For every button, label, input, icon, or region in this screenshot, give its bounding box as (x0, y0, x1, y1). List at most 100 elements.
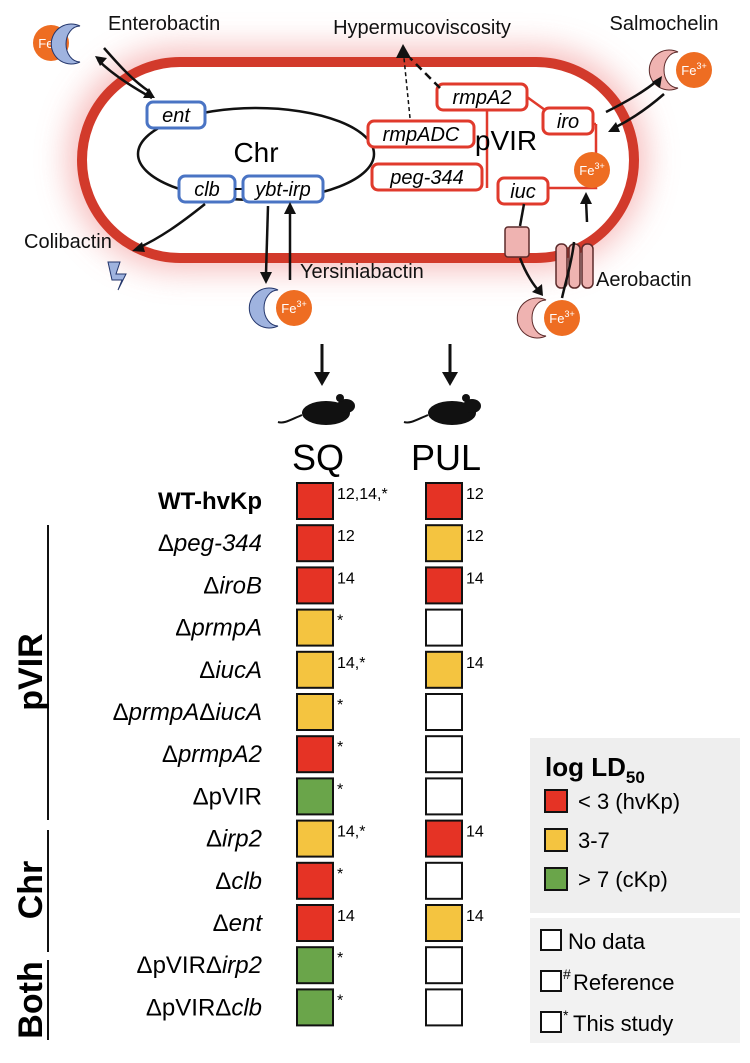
label-aerobactin: Aerobactin (596, 269, 692, 291)
label-hypermucoviscosity: Hypermucoviscosity (333, 17, 511, 39)
arrowhead-pul (442, 372, 458, 386)
legend-key-swatch (540, 1011, 562, 1033)
legend: log LD50 < 3 (hvKp) 3-7 > 7 (cKp) No data #… (530, 738, 740, 1043)
aerobactin-fe-complex: Fe3+ (516, 297, 580, 339)
reference-sq: * (337, 992, 343, 1009)
svg-text:iro: iro (557, 111, 579, 133)
column-header-sq: SQ (292, 437, 344, 478)
legend-key: No data (540, 929, 646, 954)
table-row: ΔprmpA* (175, 608, 463, 647)
yersiniabactin-fe-complex: Fe3+ (248, 287, 312, 329)
strain-label: Δent (213, 910, 264, 937)
reference-sq: 14 (337, 570, 355, 587)
legend-swatch (544, 828, 568, 852)
ld50-cell-sq (296, 988, 334, 1027)
legend-key-swatch (540, 929, 562, 951)
svg-text:iuc: iuc (510, 181, 536, 203)
plasmid-label: pVIR (475, 125, 537, 156)
legend-item: < 3 (hvKp) (544, 789, 680, 814)
bacterial-cell (68, 48, 646, 270)
ld50-cell-sq (296, 693, 334, 731)
legend-item-label: > 7 (cKp) (578, 867, 668, 892)
reference-sq: 14 (337, 908, 355, 925)
dashed-link-rmpa2 (409, 57, 441, 89)
enterobactin-fe-complex: Fe3+ (33, 23, 81, 65)
arrowhead-hypermucoviscosity (396, 44, 411, 58)
mouse-icon-sq (277, 394, 355, 425)
strain-label: ΔprmpA (175, 615, 262, 642)
legend-item: > 7 (cKp) (544, 867, 668, 892)
table-row: WT-hvKp 12,14,* 12 (158, 482, 484, 520)
strain-label: ΔpVIRΔirp2 (137, 952, 262, 979)
arrowhead-aerobactin-out (532, 284, 543, 296)
ld50-cell-sq (296, 735, 334, 774)
legend-key-label: No data (568, 929, 646, 954)
arrowhead-fe-release (580, 192, 592, 204)
reference-pul: 12 (466, 486, 484, 503)
gene-iro: iro (541, 106, 595, 136)
strain-label: WT-hvKp (158, 488, 262, 515)
ld50-cell-pul (425, 608, 463, 647)
gene-clb: clb (177, 174, 237, 204)
mouse-arrows (320, 344, 452, 374)
reference-sq: * (337, 866, 343, 883)
legend-key-mark: # (563, 966, 571, 982)
chromosome-label: Chr (233, 137, 278, 168)
reference-sq: 12,14,* (337, 486, 388, 503)
ld50-cell-sq (296, 482, 334, 520)
arrowhead-yersiniabactin-in (284, 202, 296, 214)
column-header-pul: PUL (411, 437, 481, 478)
label-enterobactin: Enterobactin (108, 13, 220, 35)
ld50-cell-pul (425, 566, 463, 605)
ld50-cell-sq (296, 861, 334, 900)
ld50-cell-pul (425, 946, 463, 985)
ld50-cell-pul (425, 777, 463, 816)
strain-label: ΔprmpA2 (162, 741, 262, 768)
strain-label: ΔiroB (203, 572, 262, 599)
reference-sq: 14,* (337, 824, 365, 841)
ld50-cell-sq (296, 608, 334, 647)
legend-item-label: < 3 (hvKp) (578, 789, 680, 814)
reference-sq: 12 (337, 528, 355, 545)
label-yersiniabactin: Yersiniabactin (300, 261, 424, 283)
arrow-aerobactin-in (560, 241, 576, 299)
arrowhead-sq (314, 372, 330, 386)
ld50-cell-pul (425, 819, 463, 858)
gene-peg-344: peg-344 (370, 162, 484, 192)
ld50-cell-sq (296, 566, 334, 605)
svg-text:ent: ent (162, 105, 191, 127)
label-salmochelin: Salmochelin (610, 13, 719, 35)
legend-swatch (544, 789, 568, 813)
group-label-chr: Chr (12, 861, 50, 920)
salmochelin-fe-complex: Fe3+ (648, 49, 712, 91)
ld50-cell-pul (425, 693, 463, 731)
ld50-cell-pul (425, 482, 463, 520)
arrowhead-enterobactin-out (95, 56, 107, 66)
strain-label: Δclb (215, 868, 262, 895)
legend-key-mark: * (563, 1007, 569, 1023)
exporter-icon (504, 226, 530, 258)
group-label-both: Both (12, 961, 50, 1038)
strain-label: ΔpVIR (193, 783, 262, 810)
legend-title: log LD50 (545, 752, 645, 787)
ld50-cell-pul (425, 988, 463, 1027)
legend-item: 3-7 (544, 828, 610, 853)
cell-membrane (77, 57, 639, 263)
legend-swatch (544, 867, 568, 891)
mouse-icon-pul (403, 394, 481, 425)
table-row: Δent 14 14 (213, 904, 484, 942)
reference-pul: 14 (466, 908, 484, 925)
arrowhead-salmochelin-out (652, 76, 662, 88)
legend-item-label: 3-7 (578, 828, 610, 853)
table-row: Δclb * (215, 861, 463, 900)
legend-key-label: Reference (573, 970, 675, 995)
table-row: ΔpVIRΔirp2 * (137, 946, 463, 985)
strain-label: ΔprmpAΔiucA (113, 699, 262, 726)
reference-sq: * (337, 950, 343, 967)
arrowhead-colibactin (132, 242, 145, 252)
ld50-cell-sq (296, 946, 334, 985)
